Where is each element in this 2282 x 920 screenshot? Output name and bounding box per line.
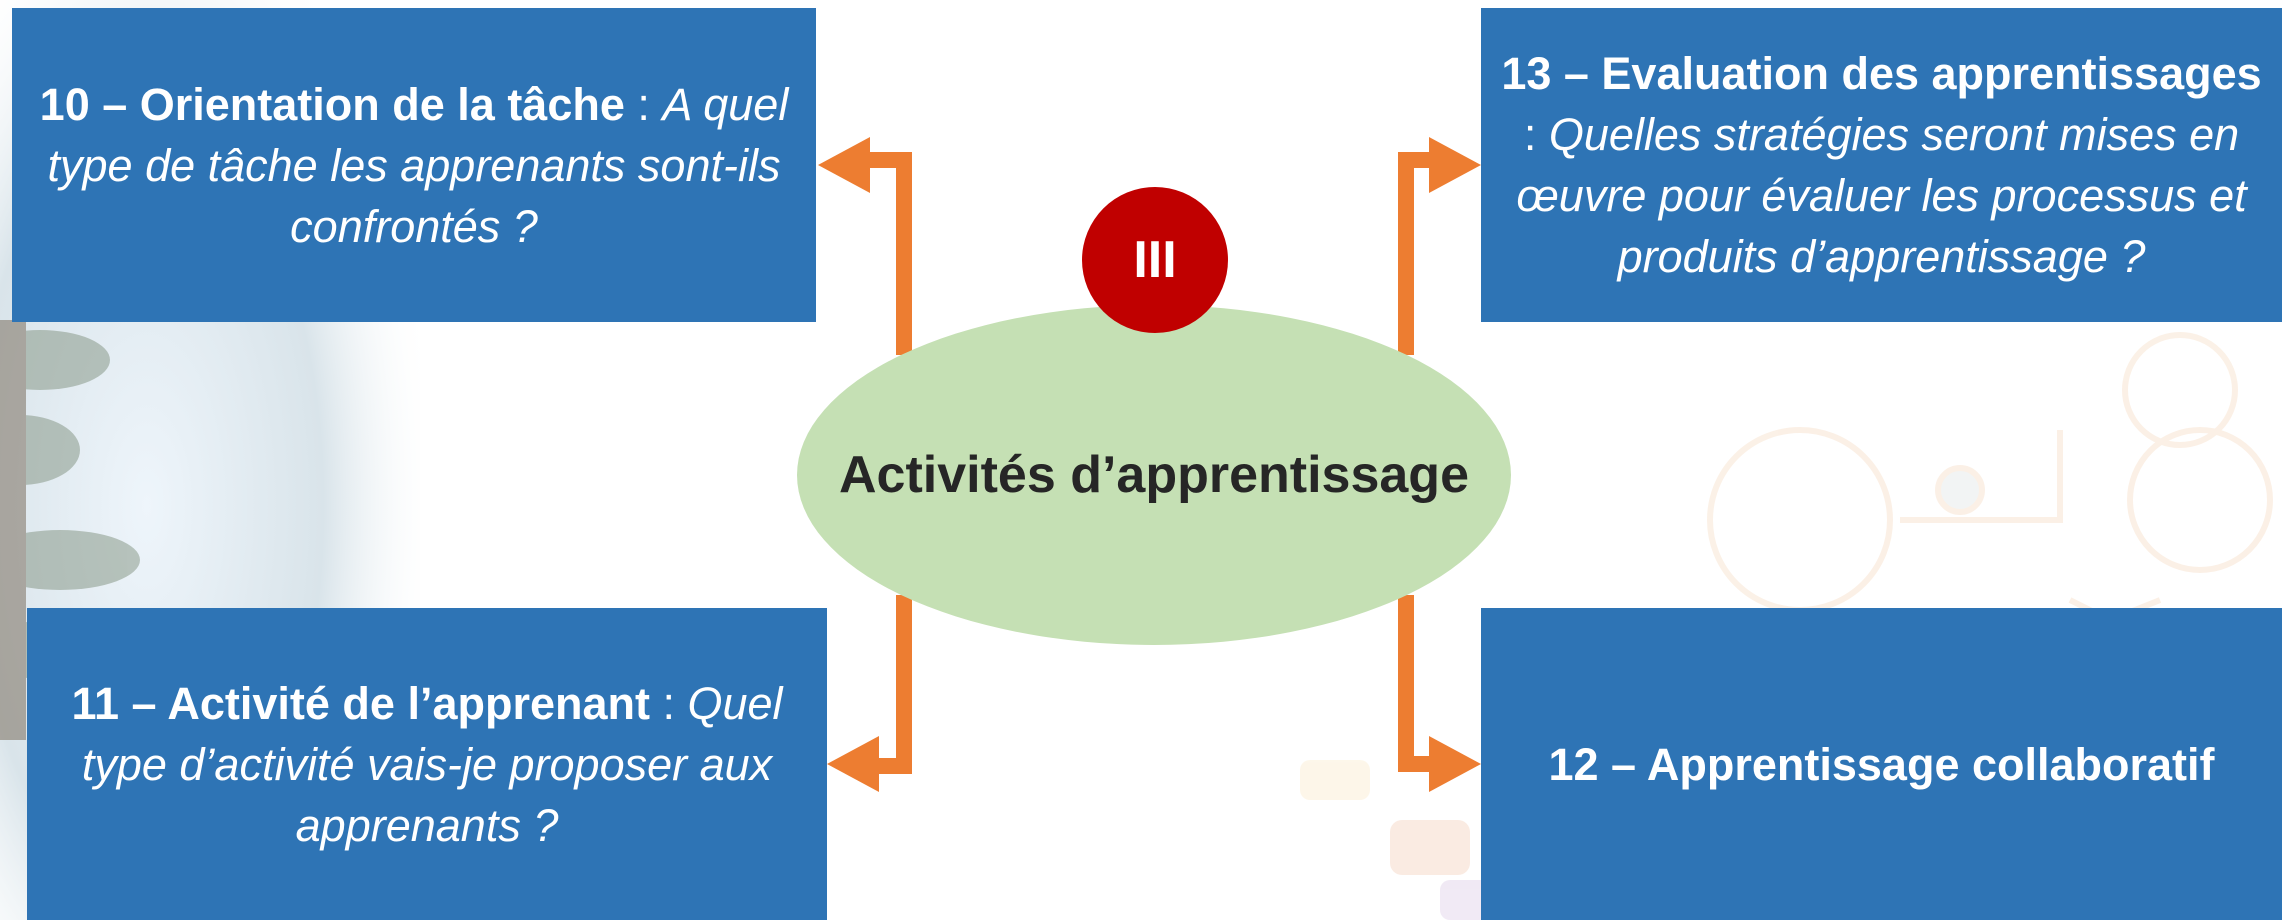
box-11-separator: : [649,677,688,729]
box-10-separator: : [624,78,663,130]
box-13-text: 13 – Evaluation des apprentissages : Que… [1495,43,2268,287]
box-13-title: 13 – Evaluation des apprentissages [1501,48,2262,99]
arrow-to-box-10 [865,152,912,355]
box-13-separator: : [1523,109,1549,160]
section-badge: III [1082,187,1228,333]
box-12-title: 12 – Apprentissage collaboratif [1548,738,2215,790]
section-badge-label: III [1133,231,1177,289]
central-ellipse: Activités d’apprentissage [797,305,1511,645]
box-10-question: A quel type de tâche les apprenants sont… [47,78,789,252]
box-13-learning-evaluation: 13 – Evaluation des apprentissages : Que… [1481,8,2282,322]
box-11-text: 11 – Activité de l’apprenant : Quel type… [67,673,787,856]
central-label: Activités d’apprentissage [839,445,1469,504]
box-12-collaborative-learning: 12 – Apprentissage collaboratif [1481,608,2282,920]
arrowhead-to-box-12 [1429,736,1481,792]
arrowhead-to-box-13 [1429,137,1481,193]
tree-silhouette [0,320,140,740]
arrowhead-to-box-11 [827,736,879,792]
arrow-to-box-11 [865,595,912,774]
arrow-to-box-13 [1398,152,1445,355]
box-11-title: 11 – Activité de l’apprenant [71,677,650,729]
box-10-text: 10 – Orientation de la tâche : A quel ty… [34,74,794,257]
box-10-title: 10 – Orientation de la tâche [39,78,625,130]
box-12-text: 12 – Apprentissage collaboratif [1548,734,2214,795]
arrowhead-to-box-10 [818,137,870,193]
box-13-question: Quelles stratégies seront mises en œuvre… [1516,109,2247,282]
box-10-task-orientation: 10 – Orientation de la tâche : A quel ty… [12,8,816,322]
arrow-to-box-12 [1398,595,1445,772]
box-11-question: Quel type d’activité vais-je proposer au… [81,677,783,851]
box-11-learner-activity: 11 – Activité de l’apprenant : Quel type… [27,608,827,920]
